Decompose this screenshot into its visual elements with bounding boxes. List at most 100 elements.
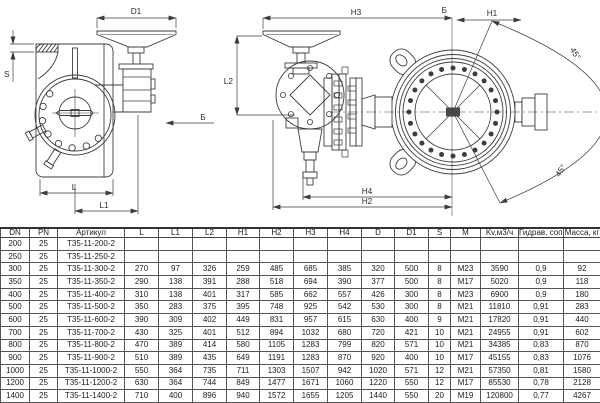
cell: 710: [124, 389, 159, 403]
cell: 25: [29, 249, 58, 264]
cell: М21: [450, 363, 481, 378]
cell: 364: [158, 376, 193, 391]
cell: 120800: [480, 389, 519, 403]
column-header: H4: [327, 227, 362, 238]
cell: 10: [428, 338, 451, 353]
cell: 1205: [327, 389, 362, 403]
cell: 896: [192, 389, 227, 403]
cell: 820: [361, 338, 395, 353]
cell: 0,78: [518, 376, 564, 391]
column-header: L: [124, 227, 159, 238]
cell: 25: [29, 237, 58, 251]
cell: 720: [361, 325, 395, 340]
cell: 25: [29, 351, 58, 365]
cell: 288: [226, 275, 260, 289]
cell: Т35-11-200-2: [57, 237, 125, 251]
dim-label-l2: L2: [224, 76, 234, 86]
cell: М21: [450, 338, 481, 353]
cell: 748: [259, 300, 294, 315]
cell: 118: [563, 275, 600, 289]
column-header: Kv,м3/ч: [480, 227, 519, 238]
cell: 57350: [480, 363, 519, 378]
cell: 0,9: [518, 287, 564, 302]
cell: 0,77: [518, 389, 564, 403]
cell: М17: [450, 376, 481, 391]
cell: 0,83: [518, 351, 564, 365]
cell: 700: [0, 325, 30, 340]
cell: 400: [158, 389, 193, 403]
right-view-dimensions: [330, 17, 600, 216]
cell: [226, 237, 260, 251]
cell: 440: [563, 313, 600, 327]
cell: 290: [124, 275, 159, 289]
cell: 0,9: [518, 275, 564, 289]
cell: [158, 237, 193, 251]
cell: 630: [124, 376, 159, 391]
cell: 600: [0, 313, 30, 327]
cell: [518, 237, 564, 251]
cell: 283: [158, 300, 193, 315]
cell: 310: [124, 287, 159, 302]
cell: 25: [29, 389, 58, 403]
cell: 430: [124, 325, 159, 340]
cell: 557: [327, 287, 362, 302]
cell: 602: [563, 325, 600, 340]
cell: 680: [327, 325, 362, 340]
cell: 138: [158, 275, 193, 289]
cell: 542: [327, 300, 362, 315]
cell: 550: [394, 389, 429, 403]
cell: [293, 237, 328, 251]
dim-label-d1: D1: [131, 6, 142, 16]
cell: 1020: [361, 363, 395, 378]
cell: [518, 249, 564, 264]
cell: 0,9: [518, 262, 564, 277]
cell: 685: [293, 262, 328, 277]
cell: 1191: [259, 351, 294, 365]
cell: [394, 237, 429, 251]
cell: Т35-11-800-2: [57, 338, 125, 353]
cell: М21: [450, 325, 481, 340]
cell: 12: [428, 376, 451, 391]
cell: 870: [327, 351, 362, 365]
cell: 25: [29, 363, 58, 378]
cell: [124, 237, 159, 251]
column-header: D1: [394, 227, 429, 238]
cell: 259: [226, 262, 260, 277]
cell: 1220: [361, 376, 395, 391]
dim-label-h2: H2: [362, 196, 373, 206]
column-header: DN: [0, 227, 30, 238]
cell: 377: [361, 275, 395, 289]
cell: 3590: [480, 262, 519, 277]
technical-drawing: D1 S L L1: [4, 5, 600, 216]
cell: 300: [394, 300, 429, 315]
cell: М17: [450, 351, 481, 365]
cell: Т35-11-600-2: [57, 313, 125, 327]
middle-view-dimensions: [165, 15, 453, 210]
cell: М21: [450, 300, 481, 315]
cell: [563, 249, 600, 264]
cell: 1440: [361, 389, 395, 403]
cell: 1580: [563, 363, 600, 378]
cell: М21: [450, 313, 481, 327]
dim-label-s: S: [4, 69, 10, 79]
cell: 320: [361, 262, 395, 277]
cell: 25: [29, 300, 58, 315]
cell: 942: [327, 363, 362, 378]
cell: 550: [394, 376, 429, 391]
axis-label-b: Б: [442, 5, 448, 15]
cell: [124, 249, 159, 264]
cell: [158, 249, 193, 264]
column-header: H1: [226, 227, 260, 238]
column-header: Артикул: [57, 227, 125, 238]
cell: 662: [293, 287, 328, 302]
cell: 12: [428, 363, 451, 378]
cell: 85530: [480, 376, 519, 391]
